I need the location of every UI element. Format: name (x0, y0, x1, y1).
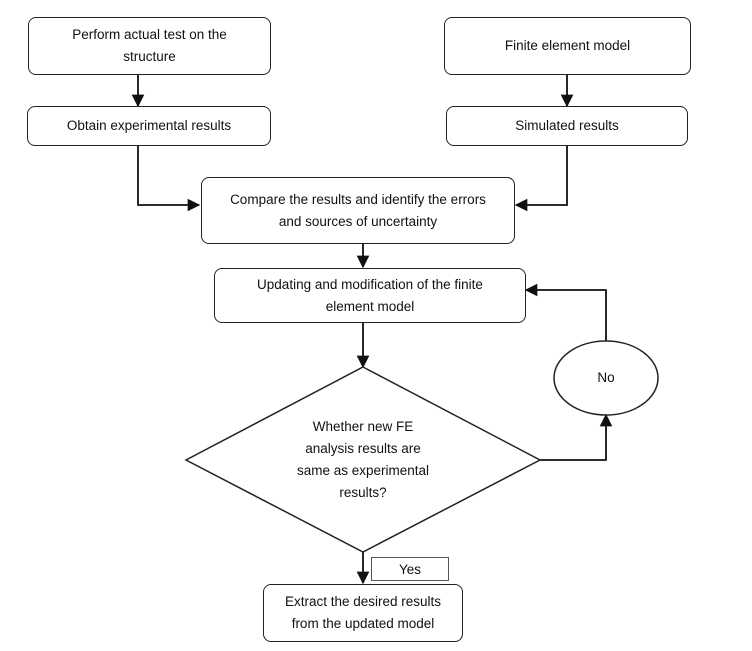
decision-diamond (184, 366, 542, 553)
yes-label: Yes (371, 557, 449, 581)
node-compare-results-label: Compare the results and identify the err… (230, 191, 486, 229)
no-label: No (597, 370, 615, 385)
node-extract-results: Extract the desired results from the upd… (263, 584, 463, 642)
node-update-model-label: Updating and modification of the finite … (257, 276, 483, 314)
node-compare-results: Compare the results and identify the err… (201, 177, 515, 244)
node-simulated-results-label: Simulated results (515, 118, 619, 133)
node-perform-test-label: Perform actual test on the structure (72, 27, 227, 64)
no-ellipse (553, 340, 659, 416)
node-perform-test: Perform actual test on the structure (28, 17, 271, 75)
node-update-model: Updating and modification of the finite … (214, 268, 526, 323)
node-finite-element-model-label: Finite element model (504, 38, 631, 53)
node-experimental-results: Obtain experimental results (27, 106, 271, 146)
arrow-experimental-to-compare (137, 146, 201, 212)
arrow-simulated-to-compare (514, 146, 568, 212)
arrow-decision-to-no (540, 413, 613, 461)
node-simulated-results: Simulated results (446, 106, 688, 146)
node-finite-element-model: Finite element model (444, 17, 691, 75)
decision-label: Whether new FE analysis results are same… (296, 419, 430, 500)
arrow-no-to-update (524, 283, 607, 341)
node-experimental-results-label: Obtain experimental results (66, 118, 232, 133)
node-extract-results-label: Extract the desired results from the upd… (284, 594, 442, 631)
